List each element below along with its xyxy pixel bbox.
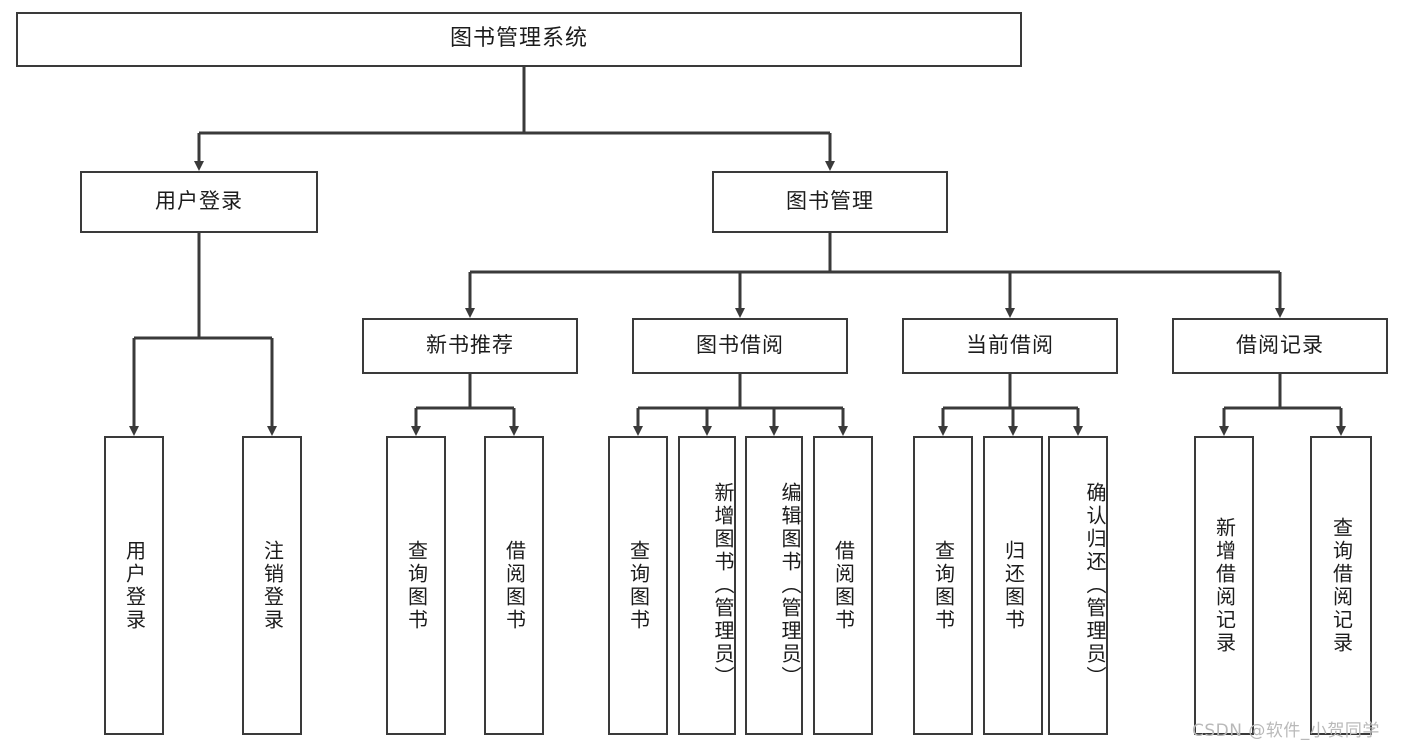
watermark: CSDN @软件_小贺同学 bbox=[1192, 721, 1380, 741]
node-new-book-recommend-label: 新书推荐 bbox=[426, 333, 514, 358]
node-leaf-logout[interactable]: 注销登录 bbox=[242, 436, 302, 735]
node-book-management-label: 图书管理 bbox=[786, 189, 874, 214]
node-user-login[interactable]: 用户登录 bbox=[80, 171, 318, 233]
node-leaf-borrow-book-2[interactable]: 借阅图书 bbox=[813, 436, 873, 735]
node-borrow-record[interactable]: 借阅记录 bbox=[1172, 318, 1388, 374]
node-root-label: 图书管理系统 bbox=[449, 26, 588, 52]
node-leaf-borrow-book-1[interactable]: 借阅图书 bbox=[484, 436, 544, 735]
node-new-book-recommend[interactable]: 新书推荐 bbox=[362, 318, 578, 374]
node-leaf-query-record[interactable]: 查询借阅记录 bbox=[1310, 436, 1372, 735]
node-leaf-query-book-3-label: 查询图书 bbox=[931, 539, 956, 632]
node-leaf-query-book-1-label: 查询图书 bbox=[404, 539, 429, 632]
node-leaf-add-record[interactable]: 新增借阅记录 bbox=[1194, 436, 1254, 735]
node-leaf-return-book[interactable]: 归还图书 bbox=[983, 436, 1043, 735]
node-leaf-query-book-3[interactable]: 查询图书 bbox=[913, 436, 973, 735]
node-leaf-confirm-return-label: 确认归还（管理员） bbox=[1083, 482, 1107, 689]
edge-group bbox=[129, 67, 1346, 436]
node-leaf-logout-label: 注销登录 bbox=[260, 539, 285, 632]
node-book-borrow-label: 图书借阅 bbox=[696, 333, 784, 358]
node-leaf-user-login[interactable]: 用户登录 bbox=[104, 436, 164, 735]
node-book-borrow[interactable]: 图书借阅 bbox=[632, 318, 848, 374]
node-borrow-record-label: 借阅记录 bbox=[1236, 333, 1324, 358]
node-current-borrow-label: 当前借阅 bbox=[966, 333, 1054, 358]
node-current-borrow[interactable]: 当前借阅 bbox=[902, 318, 1118, 374]
node-leaf-borrow-book-2-label: 借阅图书 bbox=[831, 539, 856, 632]
node-leaf-query-record-label: 查询借阅记录 bbox=[1329, 516, 1354, 655]
node-book-management[interactable]: 图书管理 bbox=[712, 171, 948, 233]
node-leaf-query-book-2[interactable]: 查询图书 bbox=[608, 436, 668, 735]
node-leaf-borrow-book-1-label: 借阅图书 bbox=[502, 539, 527, 632]
node-leaf-edit-book[interactable]: 编辑图书（管理员） bbox=[745, 436, 803, 735]
node-leaf-add-book[interactable]: 新增图书（管理员） bbox=[678, 436, 736, 735]
node-leaf-add-record-label: 新增借阅记录 bbox=[1212, 516, 1237, 655]
node-root[interactable]: 图书管理系统 bbox=[16, 12, 1022, 67]
node-leaf-add-book-label: 新增图书（管理员） bbox=[711, 482, 735, 689]
node-leaf-query-book-2-label: 查询图书 bbox=[626, 539, 651, 632]
node-leaf-query-book-1[interactable]: 查询图书 bbox=[386, 436, 446, 735]
node-leaf-confirm-return[interactable]: 确认归还（管理员） bbox=[1048, 436, 1108, 735]
node-user-login-label: 用户登录 bbox=[155, 189, 243, 214]
node-leaf-return-book-label: 归还图书 bbox=[1001, 539, 1026, 632]
node-leaf-user-login-label: 用户登录 bbox=[122, 539, 147, 632]
node-leaf-edit-book-label: 编辑图书（管理员） bbox=[778, 482, 802, 689]
